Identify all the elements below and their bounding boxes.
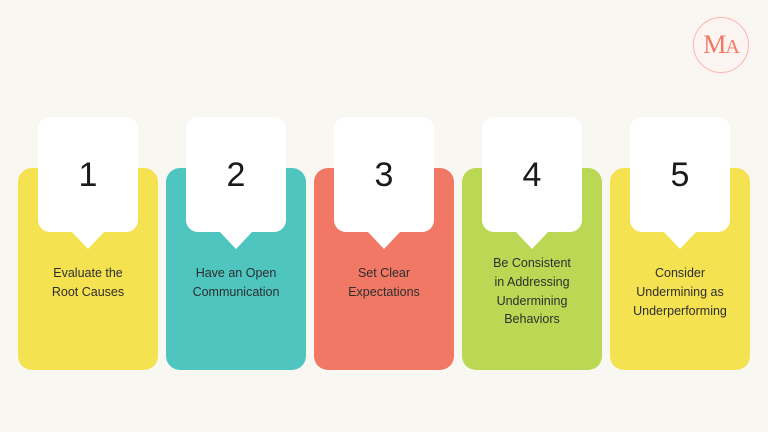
step-label-1: Evaluate the Root Causes <box>51 266 125 299</box>
step-card-2: 2 Have an Open Communication <box>166 117 306 370</box>
step-number-bubble-3: 3 <box>334 117 434 232</box>
step-card-3: 3 Set Clear Expectations <box>314 117 454 370</box>
logo-letter-m: M <box>703 30 726 59</box>
step-number-bubble-4: 4 <box>482 117 582 232</box>
step-card-5: 5 Consider Undermining as Underperformin… <box>610 117 750 370</box>
step-number-5: 5 <box>670 155 690 194</box>
step-number-4: 4 <box>522 155 542 194</box>
step-label-2: Have an Open Communication <box>192 266 280 299</box>
step-number-bubble-5: 5 <box>630 117 730 232</box>
brand-logo: MA <box>690 14 752 76</box>
step-label-4: Be Consistent in Addressing Undermining … <box>493 256 571 327</box>
step-label-5: Consider Undermining as Underperforming <box>633 266 727 318</box>
step-number-bubble-1: 1 <box>38 117 138 232</box>
step-number-3: 3 <box>374 155 394 194</box>
step-number-2: 2 <box>226 155 246 194</box>
step-card-1: 1 Evaluate the Root Causes <box>18 117 158 370</box>
logo-ring <box>693 17 749 73</box>
step-card-4: 4 Be Consistent in Addressing Underminin… <box>462 117 602 370</box>
step-number-1: 1 <box>78 155 98 194</box>
logo-letter-a: A <box>725 36 739 58</box>
step-number-bubble-2: 2 <box>186 117 286 232</box>
step-label-3: Set Clear Expectations <box>348 266 420 299</box>
logo-monogram: MA <box>703 30 740 59</box>
